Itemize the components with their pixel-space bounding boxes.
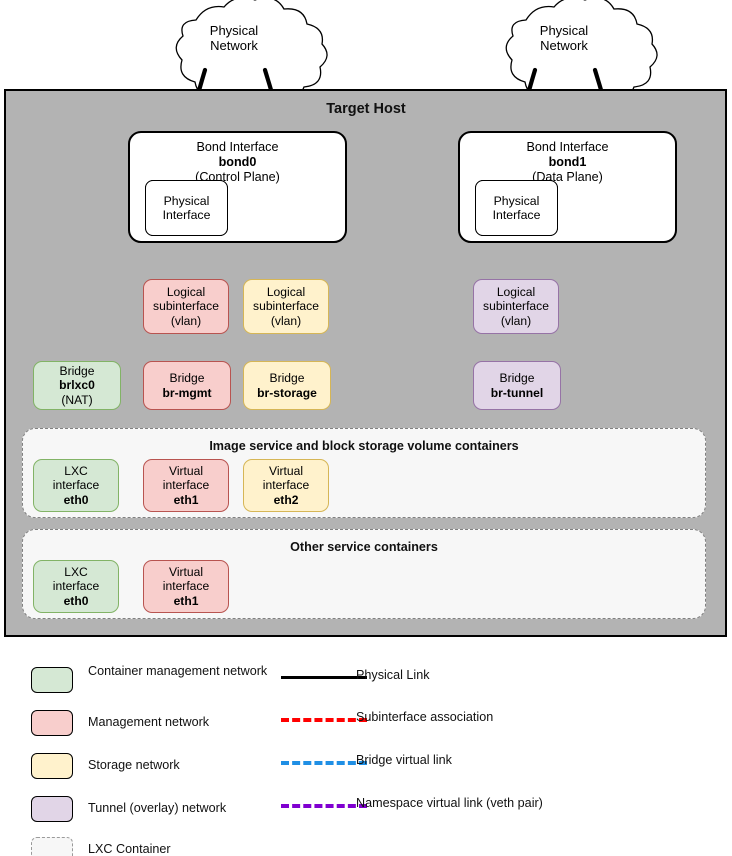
legend-label-bridge-vlink: Bridge virtual link xyxy=(356,753,452,767)
bridge-br-storage[interactable]: Bridge br-storage xyxy=(243,361,331,410)
legend-label-subif-assoc: Subinterface association xyxy=(356,710,494,724)
other-services-lxc-interface-eth0[interactable]: LXC interface eth0 xyxy=(33,560,119,613)
bridge-br-tunnel[interactable]: Bridge br-tunnel xyxy=(473,361,561,410)
legend-label-lxc-container: LXC Container xyxy=(88,842,171,856)
bond1-title: Bond Interface xyxy=(526,140,609,154)
lxc-container-image-block: Image service and block storage volume c… xyxy=(22,428,706,518)
legend-swatch-tunnel xyxy=(31,796,73,822)
bond0-physical-interface-2[interactable]: Physical Interface xyxy=(145,180,228,236)
legend-line-veth-vlink xyxy=(281,804,367,808)
legend-line-subif-assoc xyxy=(281,718,367,722)
legend-swatch-container-management xyxy=(31,667,73,693)
cloud-left-line1: Physical xyxy=(209,22,259,38)
logical-subinterface-tunnel[interactable]: Logical subinterface (vlan) xyxy=(473,279,559,334)
legend-line-physical-link xyxy=(281,676,367,679)
legend-label-container-management: Container management network xyxy=(88,664,268,678)
legend-label-physical-link: Physical Link xyxy=(356,668,430,682)
bond1-id: bond1 xyxy=(548,154,587,169)
legend-label-veth-vlink: Namespace virtual link (veth pair) xyxy=(356,796,543,810)
lxc-group-title-other-services: Other service containers xyxy=(290,540,438,554)
cloud-right-label: Physical Network xyxy=(516,18,612,58)
bond1-physical-interface-2[interactable]: Physical Interface xyxy=(475,180,558,236)
legend-swatch-lxc-container xyxy=(31,837,73,856)
cloud-right-line2: Network xyxy=(540,38,588,53)
legend: Container management network Management … xyxy=(0,648,732,856)
cloud-left-line2: Network xyxy=(210,38,258,53)
bond0-id: bond0 xyxy=(218,154,257,169)
lxc-container-other-services: Other service containers xyxy=(22,529,706,619)
cloud-left-label: Physical Network xyxy=(186,18,282,58)
other-services-virtual-interface-eth1[interactable]: Virtual interface eth1 xyxy=(143,560,229,613)
legend-swatch-storage xyxy=(31,753,73,779)
legend-label-management: Management network xyxy=(88,715,210,729)
logical-subinterface-mgmt[interactable]: Logical subinterface (vlan) xyxy=(143,279,229,334)
image-block-virtual-interface-eth2[interactable]: Virtual interface eth2 xyxy=(243,459,329,512)
legend-label-tunnel: Tunnel (overlay) network xyxy=(88,801,227,815)
bridge-br-mgmt[interactable]: Bridge br-mgmt xyxy=(143,361,231,410)
legend-line-bridge-vlink xyxy=(281,761,367,765)
bond0-title: Bond Interface xyxy=(196,140,279,154)
legend-swatch-management xyxy=(31,710,73,736)
image-block-lxc-interface-eth0[interactable]: LXC interface eth0 xyxy=(33,459,119,512)
image-block-virtual-interface-eth1[interactable]: Virtual interface eth1 xyxy=(143,459,229,512)
page-title: Target Host xyxy=(326,101,406,117)
logical-subinterface-storage[interactable]: Logical subinterface (vlan) xyxy=(243,279,329,334)
lxc-group-title-image-block: Image service and block storage volume c… xyxy=(209,439,519,453)
legend-label-storage: Storage network xyxy=(88,758,180,772)
bridge-brlxc0[interactable]: Bridge brlxc0 (NAT) xyxy=(33,361,121,410)
cloud-right-line1: Physical xyxy=(539,22,589,38)
